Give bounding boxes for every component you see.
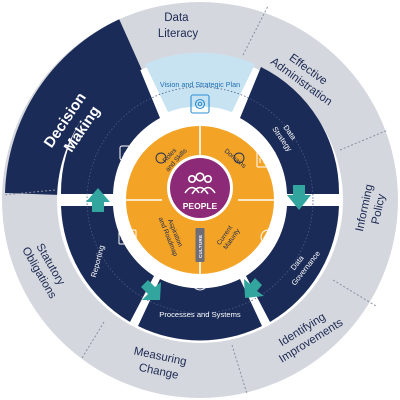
people-label: PEOPLE bbox=[183, 201, 218, 211]
right-arrow-icon bbox=[244, 278, 264, 298]
down-arrow-icon bbox=[287, 185, 311, 210]
culture-badge bbox=[195, 228, 205, 262]
decision-icon bbox=[119, 145, 137, 161]
processes-icon bbox=[192, 275, 208, 291]
processes-sector bbox=[138, 279, 262, 341]
data-literacy-label: Data Literacy bbox=[158, 12, 199, 40]
data-strategy-icon bbox=[256, 151, 276, 168]
flow-arrows bbox=[86, 185, 311, 300]
processes-label: Processes and Systems bbox=[159, 310, 241, 319]
culture-center-icon bbox=[155, 152, 245, 164]
culture-label: CULTURE bbox=[198, 235, 203, 258]
down-left-arrow-icon bbox=[141, 280, 161, 300]
vision-sector bbox=[145, 52, 255, 112]
reporting-sector bbox=[61, 206, 154, 322]
vision-label: Vision and Strategic Plan bbox=[160, 80, 240, 89]
decision-middle-sector bbox=[60, 67, 160, 194]
outer-ring-dividers bbox=[2, 5, 389, 395]
reporting-icon bbox=[118, 229, 137, 245]
people-icon bbox=[184, 172, 216, 195]
data-governance-sector bbox=[246, 206, 339, 322]
up-arrow-icon bbox=[86, 188, 110, 212]
middle-dotted-circle bbox=[86, 86, 314, 314]
vision-icon bbox=[190, 94, 210, 114]
data-governance-icon bbox=[260, 229, 276, 245]
